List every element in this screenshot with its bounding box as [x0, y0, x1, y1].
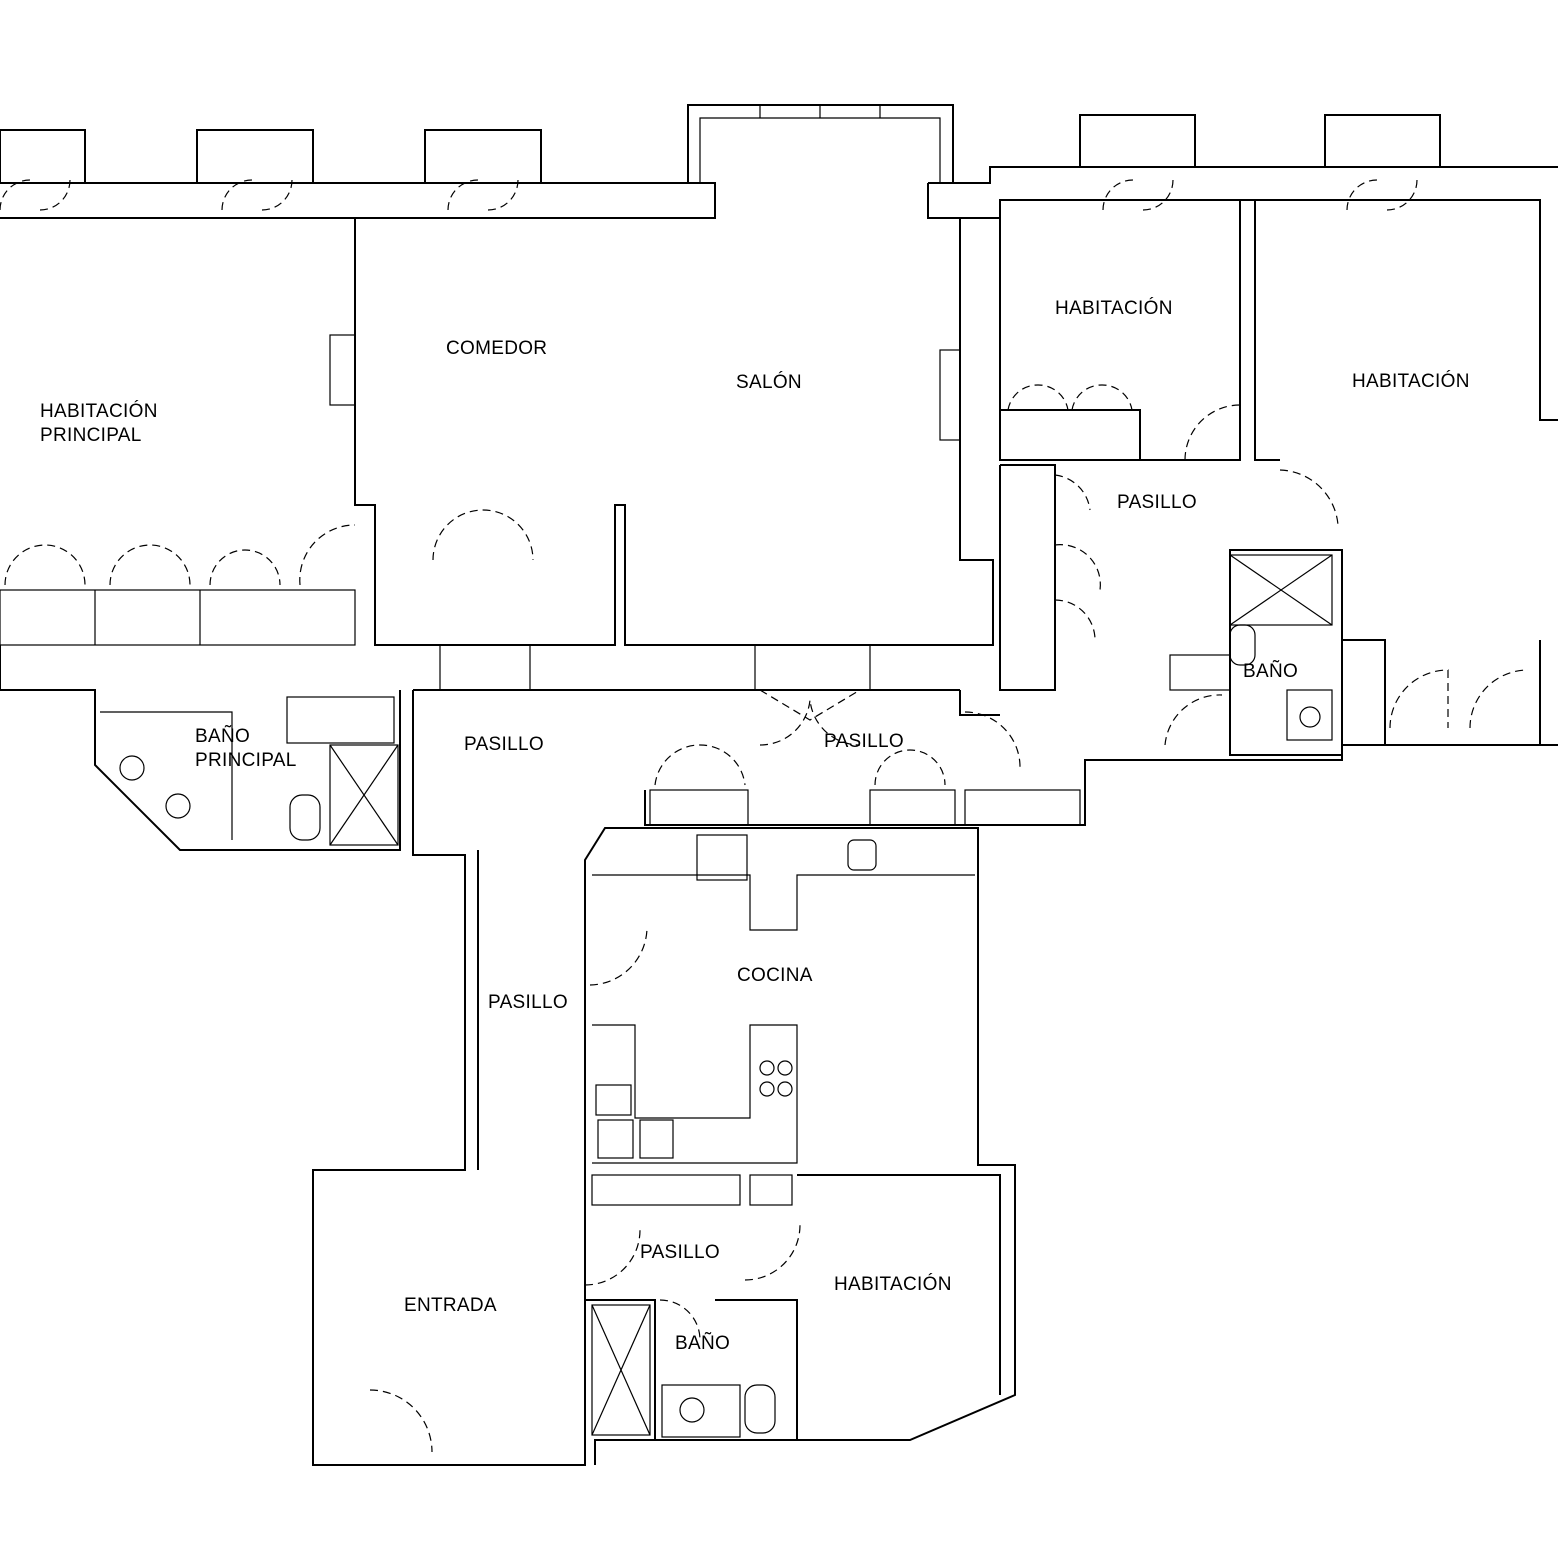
- exterior-walls: [0, 104, 1558, 1466]
- room-label-master-bedroom: HABITACIÓN PRINCIPAL: [40, 400, 158, 448]
- room-label-master-bath: BAÑO PRINCIPAL: [195, 725, 297, 773]
- door-swings: [0, 179, 1529, 1453]
- room-label-entrance: ENTRADA: [404, 1295, 497, 1316]
- room-label-hall-center: PASILLO: [824, 731, 904, 752]
- room-label-hall-left: PASILLO: [464, 734, 544, 755]
- room-label-hall-vertical: PASILLO: [488, 992, 568, 1013]
- room-label-line: PRINCIPAL: [40, 425, 142, 446]
- room-label-line: BAÑO: [195, 726, 251, 747]
- room-label-bath-right: BAÑO: [1243, 661, 1299, 682]
- room-label-living: SALÓN: [736, 372, 802, 393]
- room-label-dining: COMEDOR: [446, 338, 548, 359]
- room-label-hall-right: PASILLO: [1117, 492, 1197, 513]
- room-label-bedroom-bottom: HABITACIÓN: [834, 1274, 952, 1295]
- room-label-bath-bottom: BAÑO: [675, 1333, 731, 1354]
- room-label-line: PRINCIPAL: [195, 750, 297, 771]
- room-label-line: HABITACIÓN: [40, 401, 158, 422]
- room-label-hall-bottom: PASILLO: [640, 1242, 720, 1263]
- room-label-kitchen: COCINA: [737, 965, 813, 986]
- room-label-bedroom-top-middle: HABITACIÓN: [1055, 298, 1173, 319]
- room-label-bedroom-top-right: HABITACIÓN: [1352, 371, 1470, 392]
